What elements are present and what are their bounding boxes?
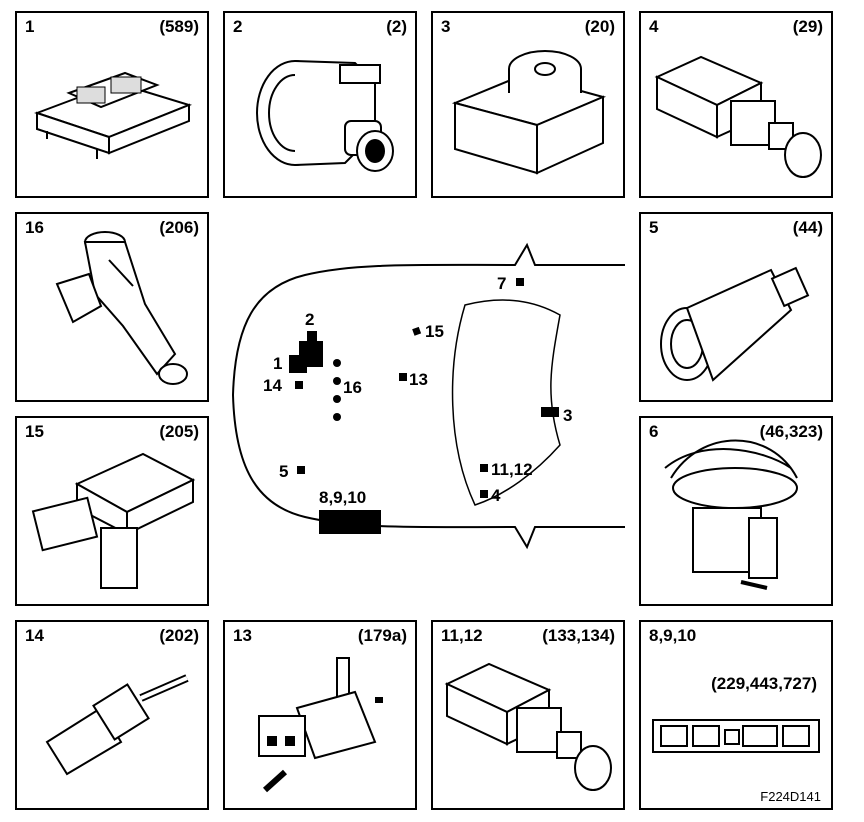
panel-reference: (589)	[159, 17, 199, 36]
panel-reference: (205)	[159, 422, 199, 441]
panel-number: 8,9,10	[649, 626, 697, 645]
component-panel-13: 13 (179a)	[223, 620, 417, 810]
car-label-4: 4	[491, 486, 501, 505]
car-label-3: 3	[563, 406, 572, 425]
component-panel-15: 15 (205)	[15, 416, 209, 606]
panel-reference: (133,134)	[542, 626, 615, 645]
location-marker-8-9-10	[319, 510, 381, 534]
car-label-7: 7	[497, 274, 506, 293]
panel-reference: (2)	[386, 17, 407, 36]
panel-number: 3	[441, 17, 451, 36]
component-panel-5: 5 (44)	[639, 212, 833, 402]
panel-number: 2	[233, 17, 243, 36]
brake-switch-icon	[654, 55, 822, 178]
location-marker-15	[412, 326, 422, 336]
component-panel-11-12: 11,12 (133,134)	[431, 620, 625, 810]
temperature-sensor-icon	[45, 674, 189, 776]
panel-number: 15	[25, 422, 44, 441]
location-marker-7	[516, 278, 524, 286]
car-label-14: 14	[263, 376, 282, 395]
figure-code: F224D141	[760, 789, 821, 804]
fuel-pump-icon	[664, 439, 798, 590]
location-marker-13	[399, 373, 407, 381]
component-panel-16: 16 (206)	[15, 212, 209, 402]
ignition-switch-icon	[451, 50, 607, 175]
location-marker-16d	[333, 413, 341, 421]
panel-number: 5	[649, 218, 659, 237]
fuel-injector-icon	[55, 231, 188, 385]
panel-reference: (44)	[792, 218, 823, 237]
component-panel-14: 14 (202)	[15, 620, 209, 810]
car-label-8-9-10: 8,9,10	[319, 488, 366, 507]
panel-number: 14	[25, 626, 44, 645]
car-label-2: 2	[305, 310, 314, 329]
airflow-sensor-icon	[31, 452, 196, 589]
panel-reference: (29)	[792, 17, 823, 36]
car-label-11-12: 11,12	[491, 460, 533, 479]
component-panel-1: 1 (589)	[15, 11, 209, 198]
component-panel-4: 4 (29)	[639, 11, 833, 198]
car-label-5: 5	[279, 462, 288, 481]
panel-number: 16	[25, 218, 44, 237]
vehicle-outline-diagram: 2 1 14 16 13 15 7 3 11,12 4 5 8,9,10	[231, 242, 625, 550]
component-panel-6: 6 (46,323)	[639, 416, 833, 606]
component-panel-3: 3 (20)	[431, 11, 625, 198]
panel-reference: (206)	[159, 218, 199, 237]
car-label-15: 15	[425, 322, 444, 341]
vehicle-outline	[231, 242, 625, 550]
location-marker-16a	[333, 359, 341, 367]
pedal-switch-icon	[444, 662, 612, 791]
panel-number: 11,12	[441, 626, 483, 645]
relay-box-icon	[652, 719, 820, 753]
panel-number: 13	[233, 626, 252, 645]
location-marker-5	[297, 466, 305, 474]
location-marker-16c	[333, 395, 341, 403]
car-label-1: 1	[273, 354, 282, 373]
windshield-outline	[451, 299, 561, 506]
location-marker-3	[541, 407, 559, 417]
location-marker-4	[480, 490, 488, 498]
panel-reference: (202)	[159, 626, 199, 645]
solenoid-valve-icon	[258, 657, 383, 793]
alternator-icon	[256, 60, 394, 172]
component-panel-8-9-10: 8,9,10 (229,443,727) F224D141	[639, 620, 833, 810]
car-label-13: 13	[409, 370, 428, 389]
panel-number: 1	[25, 17, 35, 36]
location-marker-16b	[333, 377, 341, 385]
panel-reference: (229,443,727)	[711, 674, 817, 693]
component-panel-2: 2 (2)	[223, 11, 417, 198]
location-marker-11-12	[480, 464, 488, 472]
panel-reference: (179a)	[357, 626, 407, 645]
panel-reference: (46,323)	[759, 422, 823, 441]
panel-number: 6	[649, 422, 659, 441]
panel-reference: (20)	[584, 17, 615, 36]
location-marker-1	[289, 355, 307, 373]
pressure-sensor-icon	[660, 266, 810, 382]
control-module-icon	[34, 71, 193, 159]
panel-number: 4	[649, 17, 659, 36]
location-marker-2	[307, 331, 317, 341]
location-marker-14	[295, 381, 303, 389]
car-label-16: 16	[343, 378, 362, 397]
